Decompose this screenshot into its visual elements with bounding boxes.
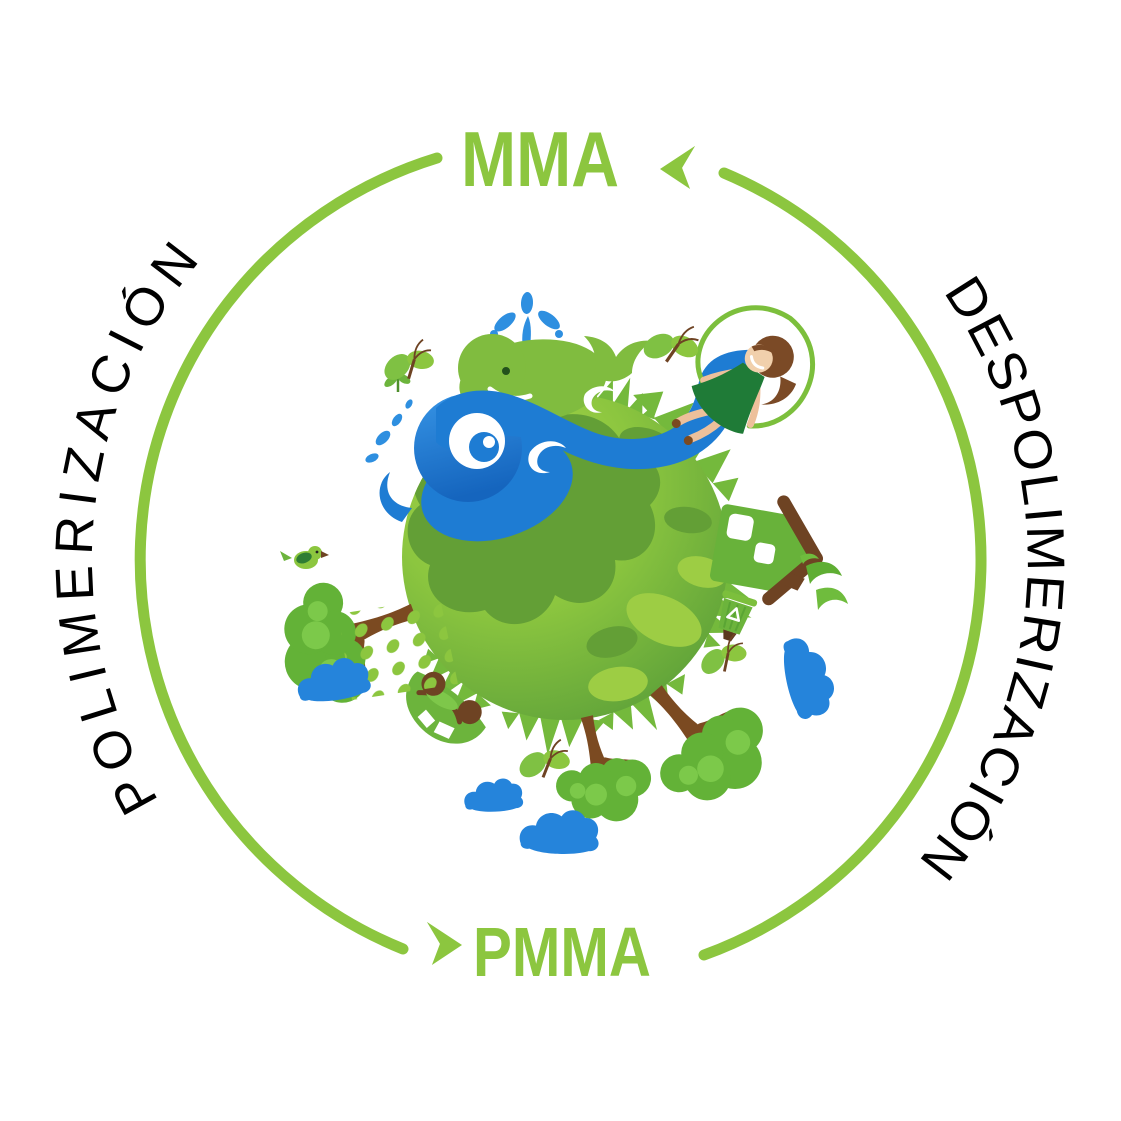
splash-drops-icon <box>365 399 413 463</box>
girl-jumping-rope-icon <box>671 305 815 446</box>
cloud-icon <box>464 778 524 812</box>
jump-rope-icon <box>695 305 815 429</box>
recycle-bin-icon <box>718 590 758 642</box>
arrow-right-icon <box>426 921 462 966</box>
pmma-label: PMMA <box>473 913 651 991</box>
cycle-arc-right <box>698 167 987 961</box>
mma-label: MMA <box>461 115 619 203</box>
bird-icon <box>280 546 329 569</box>
butterfly-icon <box>635 317 706 372</box>
polimerizacion-label: POLIMERIZACIÓN <box>45 230 211 824</box>
whale-icon <box>458 292 652 423</box>
leaf-smoke-icon <box>800 553 848 610</box>
planet-illustration <box>262 292 848 857</box>
arrow-left-icon <box>660 145 696 190</box>
cloud-icon <box>779 633 839 722</box>
cycle-arc-left <box>134 152 443 955</box>
